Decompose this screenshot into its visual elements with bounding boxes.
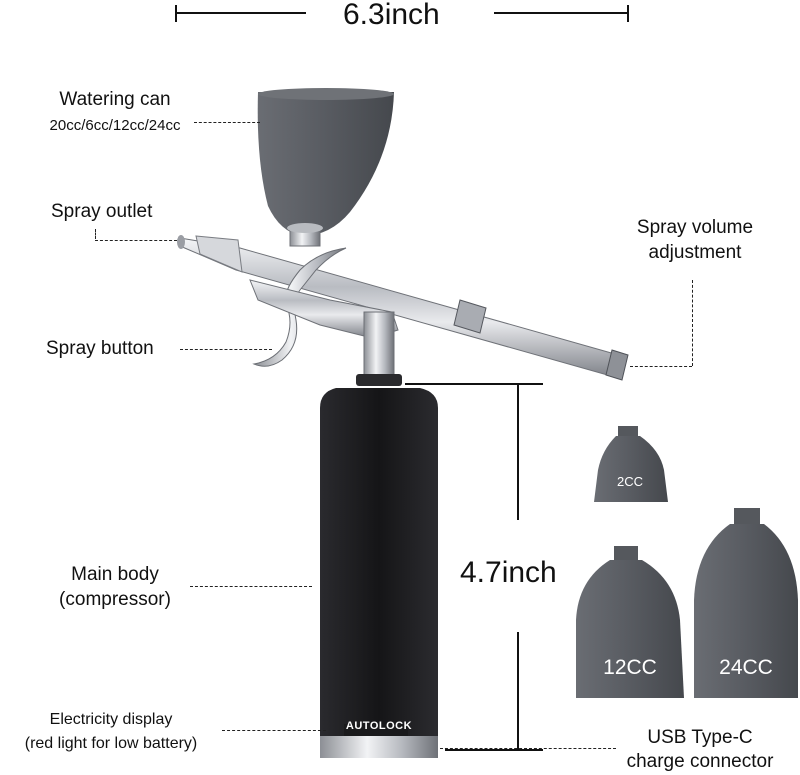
watering-can-cup <box>257 88 394 247</box>
watering-can-leader <box>194 122 260 123</box>
airbrush-stem <box>249 279 402 386</box>
spray-outlet-leader-tick <box>95 229 96 239</box>
spray-button-leader <box>180 349 272 350</box>
spray-button-label: Spray button <box>46 338 154 359</box>
spray-outlet-label: Spray outlet <box>51 201 153 222</box>
cup-24cc-label: 24CC <box>719 656 773 679</box>
cup-24cc <box>694 508 798 698</box>
usb-label-2: charge connector <box>626 751 774 772</box>
cup-sizes-label: 20cc/6cc/12cc/24cc <box>49 117 181 134</box>
brand-logo: AUTOLOCK <box>345 720 413 732</box>
cup-2cc-label: 2CC <box>616 474 643 489</box>
spray-outlet-leader <box>95 240 177 241</box>
electricity-label-1: Electricity display <box>49 711 173 728</box>
main-body-leader <box>190 586 312 587</box>
electricity-leader <box>222 730 326 731</box>
main-body-label-1: Main body <box>71 564 159 585</box>
airbrush-barrel <box>177 235 629 381</box>
spray-volume-label-1: Spray volume <box>636 217 754 238</box>
height-label: 4.7inch <box>460 556 557 589</box>
watering-can-label: Watering can <box>59 89 171 110</box>
spray-volume-leader-vertical <box>692 280 693 366</box>
cup-2cc <box>594 426 668 502</box>
height-dimension <box>405 383 543 751</box>
width-label: 6.3inch <box>343 0 440 31</box>
width-dimension <box>175 5 629 22</box>
cup-12cc <box>576 546 684 698</box>
cup-12cc-label: 12CC <box>603 656 657 679</box>
usb-label-1: USB Type-C <box>647 727 753 748</box>
spray-volume-label-2: adjustment <box>648 242 742 263</box>
main-body <box>320 388 438 758</box>
electricity-label-2: (red light for low battery) <box>24 735 198 752</box>
usb-leader <box>440 748 616 749</box>
main-body-label-2: (compressor) <box>59 589 171 610</box>
spray-volume-leader <box>630 366 692 367</box>
